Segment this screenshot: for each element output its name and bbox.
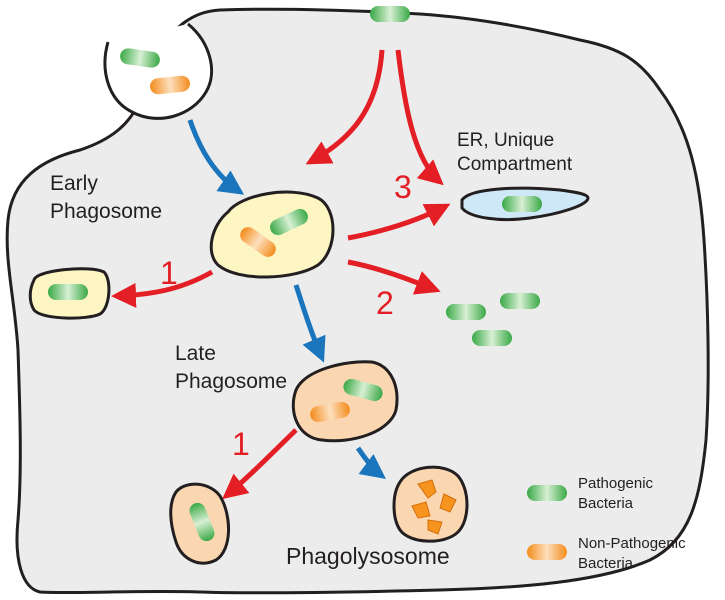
pathogenic-bacterium-entering: [370, 6, 410, 22]
arrow-early-to-late: [293, 284, 326, 363]
legend-pathogenic-line2: Bacteria: [578, 495, 634, 512]
er-label-line1: ER, Unique: [457, 130, 554, 151]
late-phagosome-label-line1: Late: [175, 342, 216, 365]
route-number-2: 2: [376, 285, 394, 321]
route-number-1-lower: 1: [232, 426, 250, 462]
pathogenic-bacterium: [502, 196, 542, 212]
cytosolic-bacterium: [500, 293, 540, 309]
arrow-entry-to-early-blue: [187, 119, 245, 195]
phagolysosome: [392, 465, 469, 543]
early-phagosome-label-line2: Phagosome: [50, 200, 162, 223]
legend-nonpathogenic-swatch: [527, 544, 567, 560]
arrow-late-to-phagolysosome: [355, 446, 386, 480]
phagolysosome-label: Phagolysosome: [286, 543, 450, 569]
late-phagosome-label-line2: Phagosome: [175, 370, 287, 393]
arrow-early-to-er: [347, 203, 451, 241]
legend-pathogenic-swatch: [527, 485, 567, 501]
legend-nonpathogenic-line1: Non-Pathogenic: [578, 535, 686, 552]
arrow-entry-to-er-red: [395, 49, 444, 186]
er-label-line2: Compartment: [457, 154, 573, 175]
host-cell: [5, 7, 710, 595]
route-number-3: 3: [394, 169, 412, 205]
pathogenic-bacterium: [48, 284, 88, 300]
degraded-bacteria: [411, 479, 457, 535]
early-phagosome-label-line1: Early: [50, 172, 98, 195]
legend-nonpathogenic-line2: Bacteria: [578, 555, 634, 572]
arrow-entry-to-early-red: [305, 49, 385, 165]
cytosolic-bacterium: [446, 304, 486, 320]
phagocytic-cup: [103, 22, 214, 120]
arrow-early-to-route1: [111, 269, 214, 308]
arrow-late-to-route1: [222, 428, 298, 500]
cytosolic-bacterium: [472, 330, 512, 346]
route-number-1-upper: 1: [160, 255, 178, 291]
arrow-early-to-cytosol: [347, 259, 441, 295]
legend-pathogenic-line1: Pathogenic: [578, 475, 654, 492]
legend: Pathogenic Bacteria Non-Pathogenic Bacte…: [527, 475, 686, 572]
